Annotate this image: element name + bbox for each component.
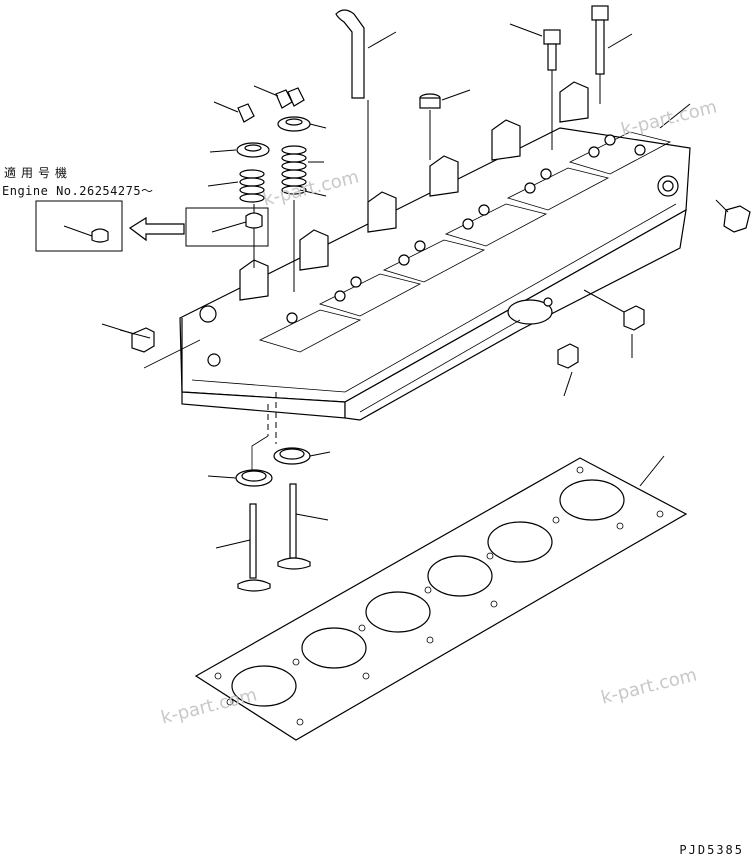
- old-stem-seal-box: [35, 200, 123, 252]
- head-gasket: [194, 455, 688, 741]
- cylinder-head: [179, 81, 691, 421]
- applicable-serial-label: 適用号機: [4, 166, 73, 180]
- head-bolt-long: [591, 5, 633, 104]
- valve-springs: [207, 145, 327, 292]
- drawing-code: PJD5385: [679, 843, 744, 857]
- engine-serial-number: Engine No.26254275～: [2, 184, 154, 198]
- new-stem-seal-box: [185, 207, 269, 247]
- spring-retainers: [209, 116, 327, 158]
- exhaust-valve: [277, 483, 329, 570]
- front-plug: [101, 323, 201, 369]
- side-plug-a: [583, 289, 645, 358]
- valve-seat-inserts: [207, 392, 331, 487]
- head-bolt-short: [509, 23, 561, 150]
- intake-valve: [215, 503, 271, 592]
- left-arrow-icon: [128, 216, 185, 242]
- injector-tube: [335, 9, 397, 210]
- end-plug: [715, 199, 751, 233]
- valve-keepers: [213, 85, 305, 123]
- side-plug-b: [557, 343, 579, 397]
- expansion-plug: [419, 89, 471, 160]
